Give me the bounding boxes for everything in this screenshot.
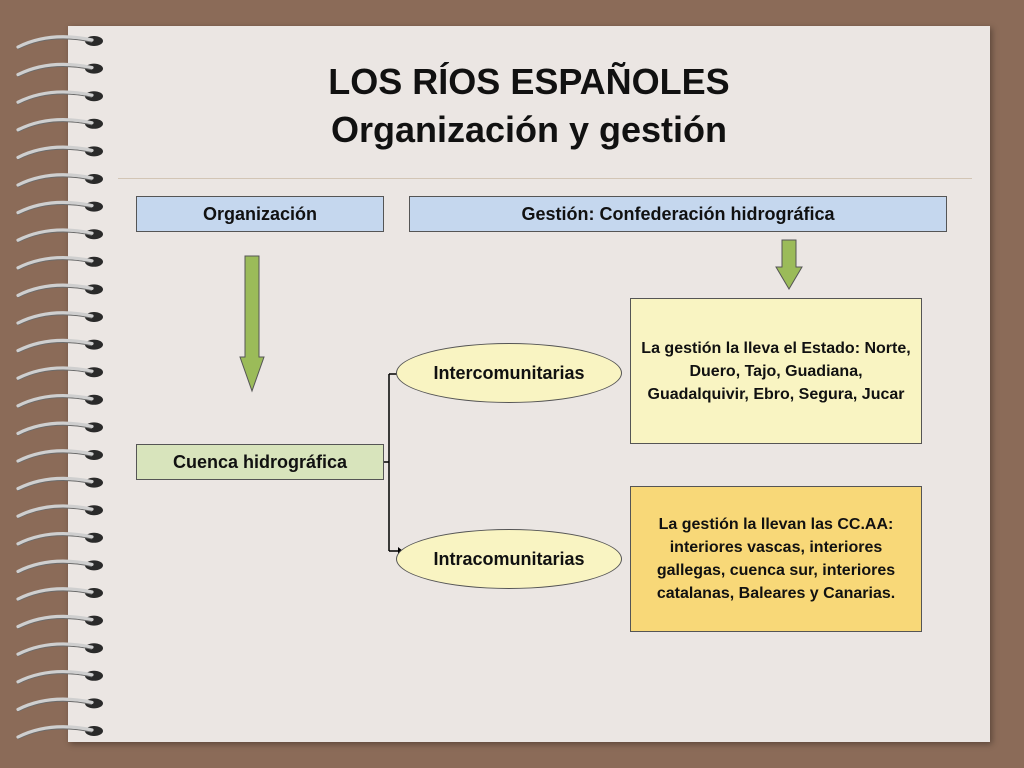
- page-title: LOS RÍOS ESPAÑOLES: [328, 61, 730, 102]
- page-subtitle: Organización y gestión: [330, 109, 728, 150]
- spiral-ring: [16, 35, 103, 50]
- header-gestion: Gestión: Confederación hidrográfica: [409, 196, 947, 232]
- header-organizacion: Organización: [136, 196, 384, 232]
- info-text-intracomunitarias: La gestión la llevan las CC.AA: interior…: [656, 516, 896, 602]
- spiral-binding: [16, 35, 103, 740]
- spiral-ring: [16, 117, 103, 133]
- spiral-ring: [16, 697, 103, 712]
- spiral-ring: [16, 559, 103, 574]
- info-box-intercomunitarias: La gestión la lleva el Estado: Norte, Du…: [630, 298, 922, 444]
- node-intracomunitarias-label: Intracomunitarias: [433, 548, 585, 569]
- spiral-ring: [16, 173, 103, 188]
- spiral-ring: [16, 145, 103, 160]
- spiral-ring: [16, 200, 103, 216]
- spiral-ring: [16, 228, 103, 243]
- spiral-ring: [16, 283, 103, 298]
- spiral-ring: [16, 393, 103, 409]
- spiral-ring: [16, 421, 103, 436]
- down-arrow-organizacion: [239, 255, 265, 393]
- spiral-ring: [16, 504, 103, 519]
- node-intracomunitarias: Intracomunitarias: [396, 529, 622, 589]
- spiral-ring: [16, 255, 103, 271]
- spiral-ring: [16, 476, 103, 492]
- node-intercomunitarias-label: Intercomunitarias: [433, 362, 585, 383]
- info-box-intracomunitarias: La gestión la llevan las CC.AA: interior…: [630, 486, 922, 632]
- spiral-ring: [16, 311, 103, 326]
- down-arrow-gestion: [775, 239, 803, 290]
- spiral-ring: [16, 587, 103, 602]
- spiral-ring: [16, 366, 103, 381]
- spiral-ring: [16, 725, 103, 740]
- spiral-ring: [16, 62, 103, 78]
- spiral-ring: [16, 90, 103, 105]
- spiral-ring: [16, 531, 103, 547]
- node-intercomunitarias: Intercomunitarias: [396, 343, 622, 403]
- spiral-ring: [16, 449, 103, 464]
- node-cuenca-hidrografica: Cuenca hidrográfica: [136, 444, 384, 480]
- title-divider: [118, 178, 972, 179]
- spiral-ring: [16, 669, 103, 685]
- spiral-ring: [16, 642, 103, 657]
- spiral-ring: [16, 614, 103, 630]
- spiral-ring: [16, 338, 103, 354]
- info-text-intercomunitarias: La gestión la lleva el Estado: Norte, Du…: [641, 339, 911, 403]
